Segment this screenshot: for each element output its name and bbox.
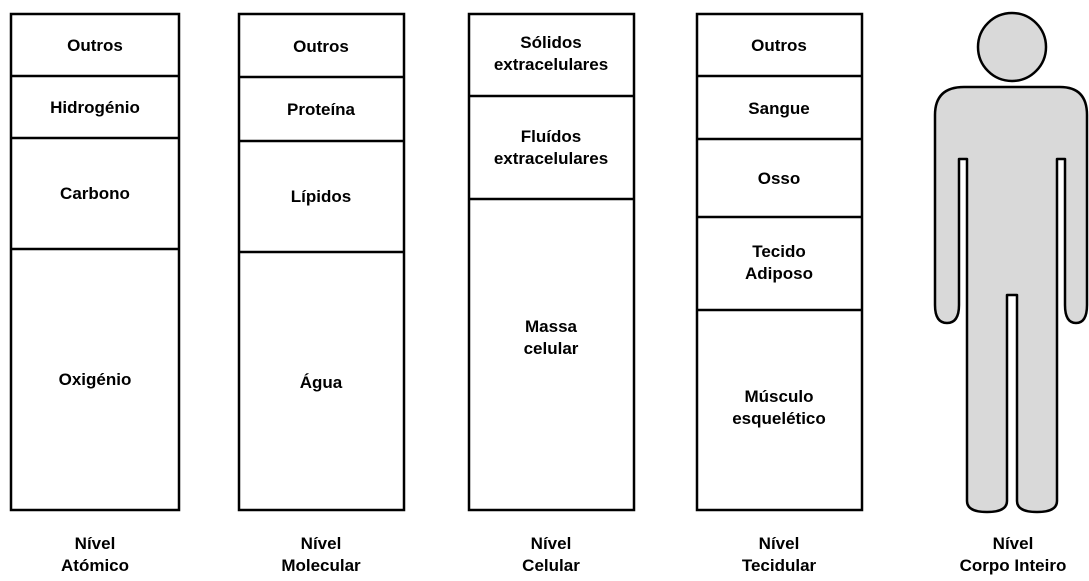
level-label-line-2: Atómico: [61, 556, 129, 575]
segment-label-solidos-line-1: Sólidos: [520, 33, 581, 52]
segment-label-oxigenio: Oxigénio: [59, 370, 132, 389]
column-molecular-level: Outros Proteína Lípidos Água Nível Molec…: [237, 12, 406, 575]
level-label-line-2: Celular: [522, 556, 580, 575]
column-frame: [237, 12, 406, 512]
level-label-line-1: Nível: [301, 534, 342, 553]
level-label-line-2: Tecidular: [742, 556, 817, 575]
segment-label-musculo-line-1: Músculo: [745, 387, 814, 406]
human-figure-head: [976, 11, 1048, 83]
level-label-line-1: Nível: [531, 534, 572, 553]
column-frame: [467, 12, 636, 512]
column-frame: [9, 12, 181, 512]
segment-label-hidrogenio: Hidrogénio: [50, 98, 140, 117]
column-whole-body-level: Nível Corpo Inteiro: [933, 11, 1089, 575]
human-figure-body: [933, 85, 1089, 514]
column-tissue-level: Outros Sangue Osso Tecido Adiposo Múscul…: [695, 12, 864, 575]
segment-label-tecido-line-1: Tecido: [752, 242, 806, 261]
segment-label-fluidos-line-1: Fluídos: [521, 127, 581, 146]
segment-label-proteina: Proteína: [287, 100, 356, 119]
level-label-line-1: Nível: [993, 534, 1034, 553]
segment-label-massa-line-2: celular: [524, 339, 579, 358]
segment-label-agua: Água: [300, 373, 343, 392]
segment-label-tecido-line-2: Adiposo: [745, 264, 813, 283]
segment-label-solidos-line-2: extracelulares: [494, 55, 608, 74]
level-label-line-2: Molecular: [281, 556, 361, 575]
column-atomic-level: Outros Hidrogénio Carbono Oxigénio Nível…: [9, 12, 181, 575]
segment-label-outros: Outros: [751, 36, 807, 55]
segment-label-sangue: Sangue: [748, 99, 809, 118]
segment-label-lipidos: Lípidos: [291, 187, 351, 206]
level-label-line-1: Nível: [75, 534, 116, 553]
segment-label-outros: Outros: [67, 36, 123, 55]
segment-label-outros: Outros: [293, 37, 349, 56]
column-cellular-level: Sólidos extracelulares Fluídos extracelu…: [467, 12, 636, 575]
level-label-line-2: Corpo Inteiro: [960, 556, 1067, 575]
segment-label-osso: Osso: [758, 169, 801, 188]
segment-label-massa-line-1: Massa: [525, 317, 578, 336]
segment-label-fluidos-line-2: extracelulares: [494, 149, 608, 168]
segment-label-musculo-line-2: esquelético: [732, 409, 826, 428]
segment-label-carbono: Carbono: [60, 184, 130, 203]
column-frame: [695, 12, 864, 512]
level-label-line-1: Nível: [759, 534, 800, 553]
